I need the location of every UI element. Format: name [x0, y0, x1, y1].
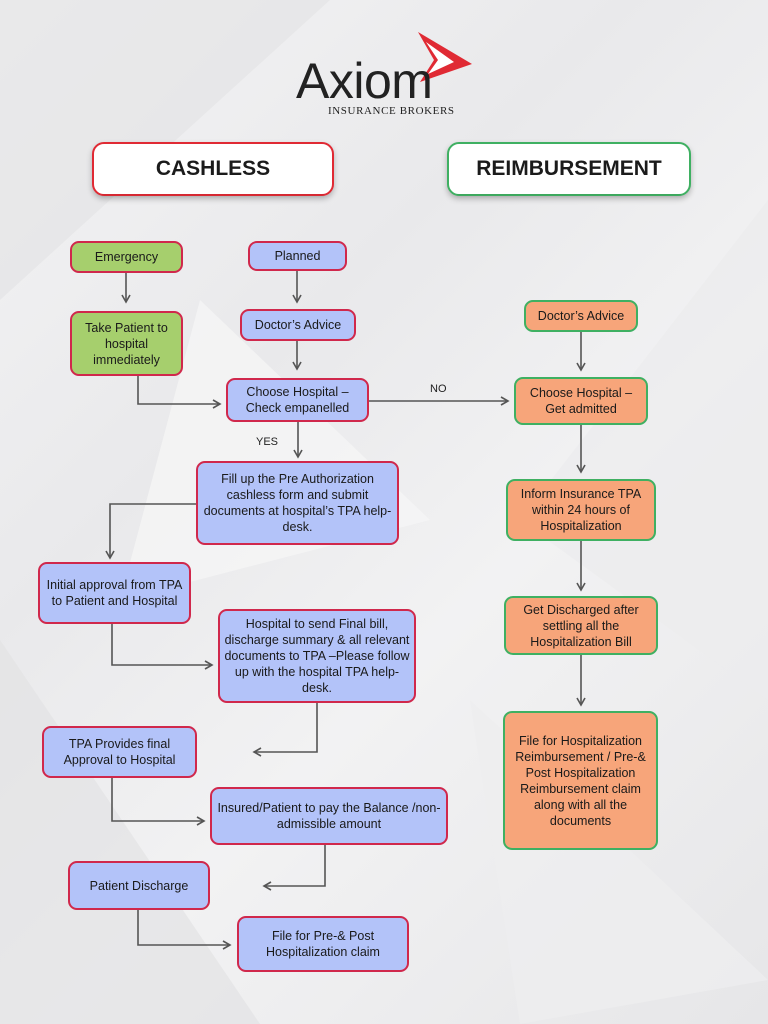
- logo-name: Axiom: [296, 53, 433, 109]
- insured-pay-node: Insured/Patient to pay the Balance /non-…: [210, 787, 448, 845]
- reim-doctors-advice-node: Doctor’s Advice: [524, 300, 638, 332]
- pre-authorization-node: Fill up the Pre Authorization cashless f…: [196, 461, 399, 545]
- axiom-logo-icon: [418, 32, 472, 82]
- final-bill-node: Hospital to send Final bill, discharge s…: [218, 609, 416, 703]
- initial-approval-node: Initial approval from TPA to Patient and…: [38, 562, 191, 624]
- reimbursement-header: REIMBURSEMENT: [447, 142, 691, 198]
- patient-discharge-node: Patient Discharge: [68, 861, 210, 910]
- get-discharged-node: Get Discharged after settling all the Ho…: [504, 596, 658, 655]
- planned-node: Planned: [248, 241, 347, 271]
- tpa-final-approval-node: TPA Provides final Approval to Hospital: [42, 726, 197, 778]
- take-patient-node: Take Patient to hospital immediately: [70, 311, 183, 376]
- edge-label-no: NO: [430, 383, 447, 395]
- edge-label-yes: YES: [256, 436, 279, 448]
- logo-tagline: INSURANCE BROKERS: [328, 105, 455, 117]
- emergency-node: Emergency: [70, 241, 183, 273]
- cashless-header: CASHLESS: [92, 142, 334, 198]
- inform-tpa-node: Inform Insurance TPA within 24 hours of …: [506, 479, 656, 541]
- reim-choose-hospital-node: Choose Hospital – Get admitted: [514, 377, 648, 425]
- doctors-advice-node: Doctor’s Advice: [240, 309, 356, 341]
- file-reimbursement-claim-node: File for Hospitalization Reimbursement /…: [503, 711, 658, 850]
- file-pre-post-claim-node: File for Pre-& Post Hospitalization clai…: [237, 916, 409, 972]
- choose-hospital-node: Choose Hospital – Check empanelled: [226, 378, 369, 422]
